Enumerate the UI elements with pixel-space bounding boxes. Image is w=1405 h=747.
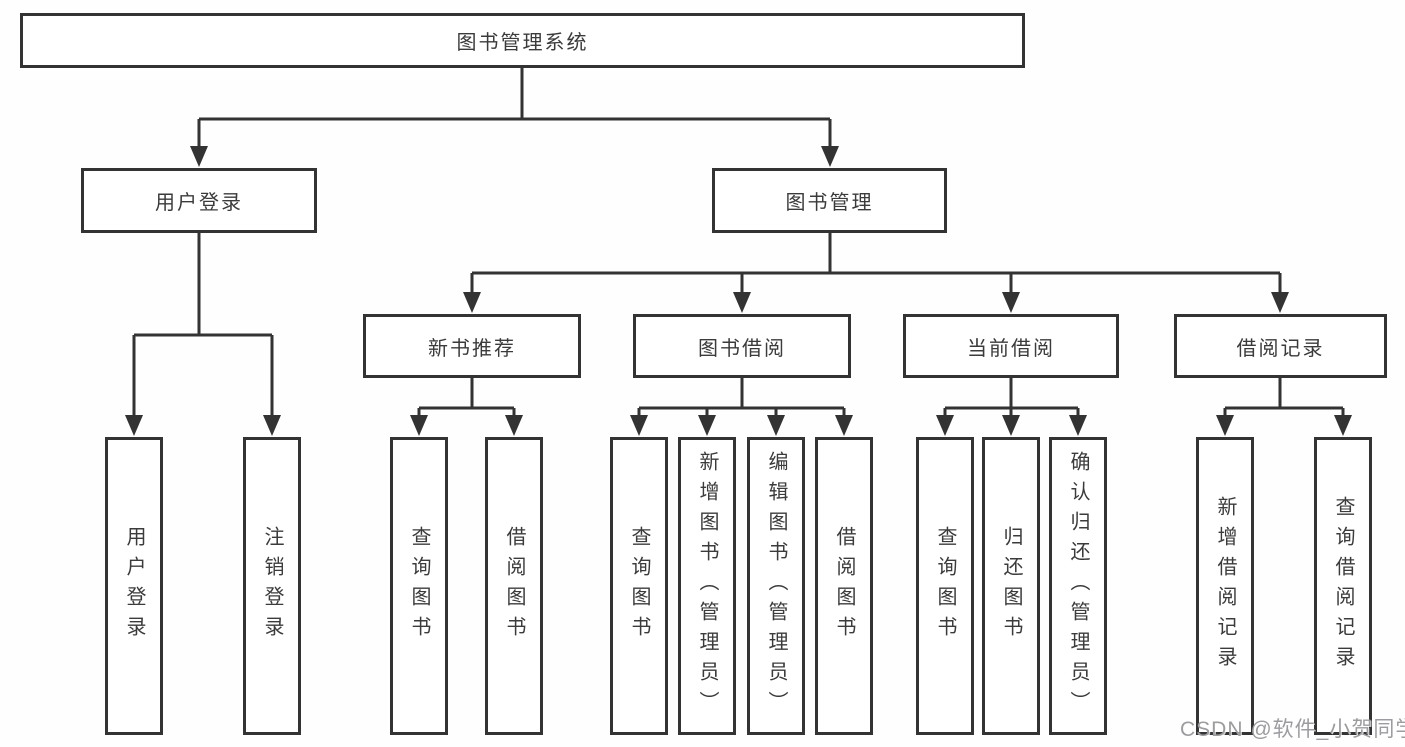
node-library-management-system: 图书管理系统 [20,13,1025,68]
leaf-current-query-books: 查询图书 [916,437,974,735]
leaf-return-books-label: 归还图书 [1000,526,1022,646]
leaf-newbook-query-books: 查询图书 [390,437,448,735]
leaf-add-books-admin: 新增图书（管理员） [678,437,736,735]
leaf-confirm-return-admin: 确认归还（管理员） [1049,437,1107,735]
leaf-return-books: 归还图书 [982,437,1040,735]
leaf-borrow-books-label: 借阅图书 [833,526,855,646]
node-borrow-records: 借阅记录 [1174,314,1387,378]
leaf-newbook-query-books-label: 查询图书 [408,526,430,646]
leaf-add-borrow-record: 新增借阅记录 [1196,437,1254,735]
leaf-query-borrow-record: 查询借阅记录 [1314,437,1372,735]
connector-book-borrow-group [630,378,853,436]
connector-current-borrow-group [936,378,1087,436]
node-book-management: 图书管理 [712,168,947,233]
connector-borrow-records-group [1216,378,1352,436]
leaf-add-books-admin-label: 新增图书（管理员） [696,451,718,721]
leaf-current-query-books-label: 查询图书 [934,526,956,646]
csdn-watermark: CSDN @软件_小贺同学 [1180,718,1405,741]
leaf-user-login-label: 用户登录 [123,526,145,646]
node-new-book-recommend: 新书推荐 [363,314,581,378]
leaf-newbook-borrow-books: 借阅图书 [485,437,543,735]
leaf-query-borrow-record-label: 查询借阅记录 [1332,496,1354,676]
leaf-borrow-books: 借阅图书 [815,437,873,735]
connector-book-management-to-level3 [463,233,1289,313]
node-book-borrow: 图书借阅 [633,314,851,378]
leaf-newbook-borrow-books-label: 借阅图书 [503,526,525,646]
leaf-user-login: 用户登录 [105,437,163,735]
connector-root-to-level2 [190,68,839,167]
connector-user-login-group [125,233,281,436]
leaf-confirm-return-admin-label: 确认归还（管理员） [1067,451,1089,721]
leaf-logout: 注销登录 [243,437,301,735]
leaf-edit-books-admin-label: 编辑图书（管理员） [765,451,787,721]
leaf-logout-label: 注销登录 [261,526,283,646]
leaf-add-borrow-record-label: 新增借阅记录 [1214,496,1236,676]
node-current-borrow: 当前借阅 [903,314,1119,378]
leaf-borrow-query-books: 查询图书 [610,437,668,735]
leaf-borrow-query-books-label: 查询图书 [628,526,650,646]
connector-new-book-group [410,378,523,436]
node-user-login: 用户登录 [81,168,317,233]
leaf-edit-books-admin: 编辑图书（管理员） [747,437,805,735]
